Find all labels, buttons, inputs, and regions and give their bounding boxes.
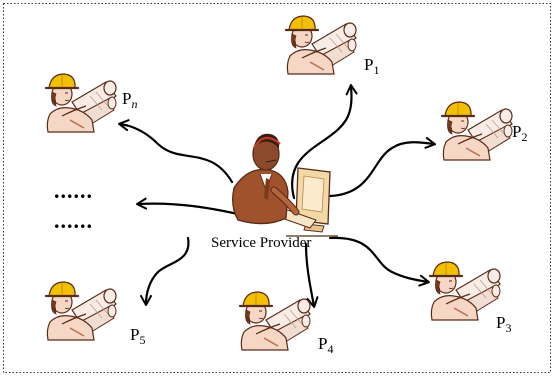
businessman-at-computer-icon [232,133,338,237]
participant-label: P3 [496,313,511,335]
engineer-with-blueprints-icon [44,72,118,134]
arrow-to-p4 [304,242,319,308]
participant-p4: P4 [238,290,333,356]
arrow-to-p5 [140,236,190,306]
arrow-to-pn [118,119,234,184]
diagram-frame [3,3,551,373]
participant-p1: P1 [284,14,379,77]
arrow-to-ellipsis [136,197,240,216]
engineer-with-blueprints-icon [428,260,502,322]
engineer-with-blueprints-icon [44,280,118,342]
participant-label: P5 [130,325,145,347]
participant-p3: P3 [428,260,511,335]
ellipsis-dots: ...... [54,178,93,203]
participant-p5: P5 [44,280,145,347]
service-provider-label: Service Provider [211,235,311,251]
participant-label: P1 [364,55,379,77]
ellipsis-dots: ...... [54,208,93,233]
engineer-with-blueprints-icon [284,14,358,76]
participant-label: Pn [122,89,137,111]
engineer-with-blueprints-icon [440,100,514,162]
arrow-to-p3 [328,236,430,287]
arrow-to-p1 [291,84,358,200]
arrows [118,84,436,308]
participant-pn: Pn [44,72,137,134]
participant-label: P4 [318,334,333,356]
engineer-with-blueprints-icon [238,290,312,352]
arrow-to-p2 [328,136,436,198]
participant-label: P2 [512,122,527,144]
participant-p2: P2 [440,100,527,162]
